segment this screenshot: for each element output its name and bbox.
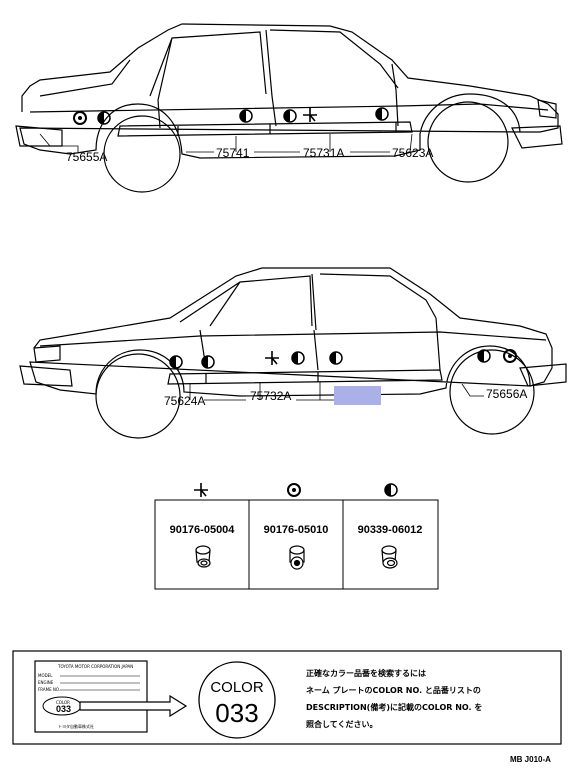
round-clip-icon: [287, 483, 301, 497]
label-75655a: 75655A: [66, 150, 107, 164]
car-bottom-front-bumper: [19, 365, 73, 387]
car-top-windows: [39, 29, 399, 129]
half-circle-clip-icon: [169, 355, 183, 369]
half-circle-clip-icon: [283, 109, 297, 123]
car-bottom-rear-bumper: [519, 363, 567, 387]
half-circle-clip-icon: [97, 111, 111, 125]
car-bottom-body: [29, 267, 553, 397]
label-75623a: 75623A: [392, 146, 433, 160]
car-bottom-front-wheel: [95, 353, 181, 439]
plate-color-code: 033: [56, 704, 71, 714]
plate-line-model: MODEL: [38, 673, 53, 678]
color-circle: COLOR 033: [198, 661, 276, 739]
cross-clip-icon: [194, 483, 208, 497]
car-bottom-windows: [179, 273, 441, 371]
clip-90176-05004-drawing: [195, 545, 211, 568]
color-label: COLOR: [210, 679, 264, 696]
plate-header: TOYOTA MOTOR CORPORATION JAPAN: [57, 664, 133, 669]
half-circle-clip-icon: [329, 351, 343, 365]
color-notice: TOYOTA MOTOR CORPORATION JAPAN MODEL ENG…: [12, 650, 562, 745]
car-top-rocker-moulding: [117, 121, 413, 137]
part-number-90339-06012: 90339-06012: [358, 524, 423, 536]
car-top-clips: [73, 107, 389, 125]
car-bottom-clips: [169, 349, 517, 369]
car-top-rear-bumper: [15, 125, 63, 147]
cross-clip-icon: [265, 351, 279, 365]
highlight-box: [334, 386, 381, 405]
label-75731a: 75731A: [303, 146, 344, 160]
part-number-90176-05004: 90176-05004: [170, 524, 236, 536]
notice-line-3: DESCRIPTION(備考)に記載のCOLOR NO. を: [306, 702, 482, 712]
half-circle-clip-icon: [477, 349, 491, 363]
car-top-leaders: [39, 133, 413, 153]
car-top: [15, 23, 563, 193]
part-number-90176-05010: 90176-05010: [264, 524, 329, 536]
half-circle-clip-icon: [239, 109, 253, 123]
half-circle-clip-icon: [384, 483, 398, 497]
label-75656a: 75656A: [486, 387, 527, 401]
label-75624a: 75624A: [164, 394, 205, 408]
arrow-icon: [79, 694, 188, 718]
cross-clip-icon: [303, 108, 317, 122]
car-bottom-rocker-moulding: [167, 369, 443, 385]
plate-color-label: COLOR: [56, 700, 70, 705]
car-bottom-leaders: [189, 382, 484, 401]
notice-line-1: 正確なカラー品番を検索するには: [306, 668, 426, 678]
half-circle-clip-icon: [375, 107, 389, 121]
car-top-front-bumper: [511, 125, 563, 149]
clip-90176-05010-drawing: [289, 545, 305, 570]
car-bottom: [19, 267, 567, 439]
round-clip-icon: [73, 111, 87, 125]
plate-line-frame: FRAME NO.: [38, 687, 60, 692]
clip-90339-06012-drawing: [381, 545, 398, 569]
car-bottom-headlamp: [33, 345, 61, 363]
round-clip-icon: [503, 349, 517, 363]
label-75741: 75741: [216, 146, 250, 160]
name-plate: TOYOTA MOTOR CORPORATION JAPAN MODEL ENG…: [34, 660, 188, 733]
color-code: 033: [215, 698, 258, 728]
car-top-body: [19, 23, 559, 159]
half-circle-clip-icon: [201, 355, 215, 369]
footer-code: MB J010-A: [510, 755, 551, 764]
plate-line-engine: ENGINE: [38, 680, 54, 685]
label-75732a: 75732A: [250, 389, 291, 403]
fastener-table: 90176-05004 90176-05010 90339-06012: [154, 483, 439, 590]
car-bottom-rear-wheel: [449, 349, 535, 435]
half-circle-clip-icon: [291, 351, 305, 365]
car-top-rear-wheel: [103, 115, 181, 193]
notice-line-4: 照合してください。: [306, 719, 378, 729]
notice-line-2: ネーム プレートのCOLOR NO. と品番リストの: [306, 685, 481, 695]
car-top-headlamp: [537, 99, 557, 119]
car-top-front-wheel: [427, 101, 509, 183]
plate-maker: トヨタ自動車株式社: [58, 723, 94, 729]
